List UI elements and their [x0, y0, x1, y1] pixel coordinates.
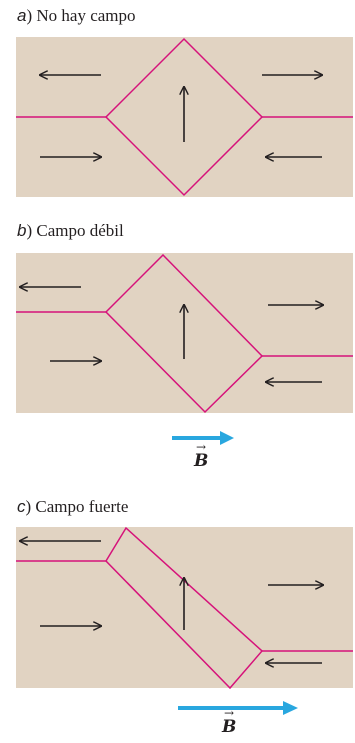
panel-c-drawing [16, 528, 353, 688]
field-arrow-strong [178, 701, 298, 715]
vector-arrow: → [196, 440, 206, 454]
field-symbol-text: B [222, 717, 236, 737]
field-symbol-weak: → B [194, 451, 208, 471]
field-symbol-strong: → B [222, 717, 236, 737]
panel-a-drawing [16, 39, 353, 195]
field-symbol-text: B [194, 451, 208, 471]
panel-b-drawing [16, 255, 353, 412]
vector-arrow: → [224, 706, 234, 720]
